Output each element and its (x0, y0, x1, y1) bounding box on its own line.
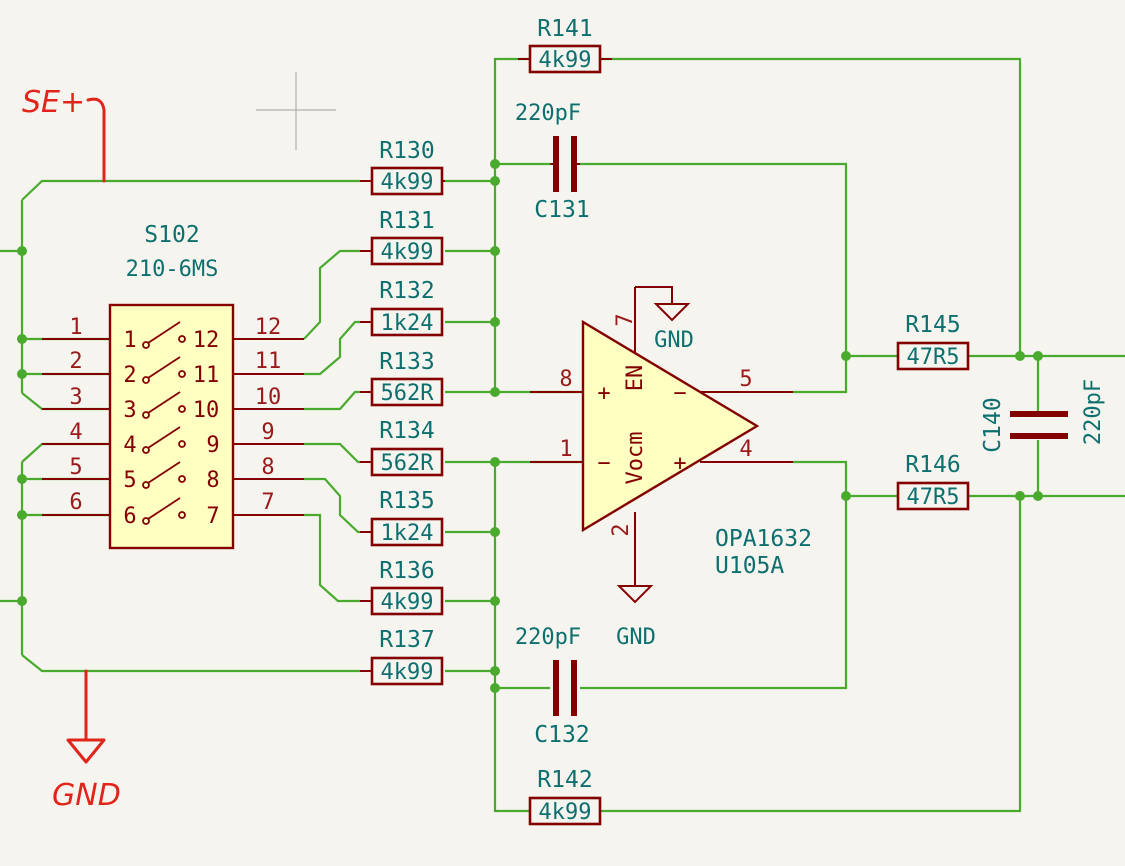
resistor-r146: R146 47R5 (896, 452, 970, 511)
opamp-en-label: EN (623, 365, 648, 392)
gnd-top-symbol: GND (635, 286, 694, 353)
s102-value: 210-6MS (126, 257, 219, 282)
r133-value: 562R (381, 381, 435, 406)
capacitor-c131: 220pF C131 (515, 101, 590, 223)
r132-value: 1k24 (381, 311, 434, 336)
resistor-r136: R136 4k99 (360, 558, 444, 616)
resistor-r142: R142 4k99 (528, 767, 602, 826)
svg-text:3: 3 (69, 385, 82, 410)
svg-text:9: 9 (206, 433, 219, 458)
r145-ref: R145 (905, 312, 960, 338)
svg-text:8: 8 (559, 367, 572, 392)
opamp-ref: U105A (715, 553, 784, 579)
handwritten-se-plus: SE+ (22, 85, 106, 183)
resistor-r131: R131 4k99 (360, 208, 444, 266)
capacitor-c132: 220pF C132 (515, 625, 590, 748)
r130-ref: R130 (379, 138, 434, 164)
r141-ref: R141 (537, 16, 592, 42)
r136-ref: R136 (379, 558, 434, 584)
r141-value: 4k99 (539, 48, 592, 73)
r145-value: 47R5 (907, 345, 960, 370)
handwritten-gnd: GND (52, 669, 121, 813)
gnd-bottom-symbol: GND (616, 585, 656, 650)
opamp-part: OPA1632 (715, 526, 812, 552)
gnd-top-label: GND (654, 328, 694, 353)
opamp-plus-out: + (673, 451, 686, 476)
resistor-r145: R145 47R5 (896, 312, 970, 371)
r131-ref: R131 (379, 208, 434, 234)
r134-ref: R134 (379, 418, 434, 444)
svg-text:3: 3 (123, 398, 136, 423)
resistor-r130: R130 4k99 (360, 138, 445, 196)
opamp-minus-out: − (673, 381, 686, 406)
r133-ref: R133 (379, 349, 434, 375)
svg-text:2: 2 (69, 349, 82, 374)
svg-text:8: 8 (206, 468, 219, 493)
resistor-r133: R133 562R (360, 349, 444, 407)
svg-text:4: 4 (739, 437, 752, 462)
resistor-r135: R135 1k24 (360, 488, 444, 547)
c131-value: 220pF (515, 101, 581, 126)
svg-text:11: 11 (255, 349, 282, 374)
r142-ref: R142 (537, 767, 592, 793)
svg-text:8: 8 (261, 455, 274, 480)
svg-text:4: 4 (123, 433, 136, 458)
c131-ref: C131 (534, 197, 589, 223)
svg-text:1: 1 (123, 328, 136, 353)
gnd-hand-label: GND (52, 778, 121, 813)
resistor-r141: R141 4k99 (518, 16, 612, 74)
r146-ref: R146 (905, 452, 960, 478)
opamp-vocm-label: Vocm (623, 432, 648, 485)
c132-ref: C132 (534, 722, 589, 748)
svg-text:4: 4 (69, 420, 82, 445)
opamp-plus-in: + (597, 381, 610, 406)
svg-text:12: 12 (193, 328, 220, 353)
opamp-minus-in: − (597, 451, 610, 476)
resistor-r134: R134 562R (360, 418, 444, 477)
r137-ref: R137 (379, 627, 434, 653)
r135-ref: R135 (379, 488, 434, 514)
svg-text:11: 11 (193, 363, 220, 388)
r131-value: 4k99 (381, 240, 434, 265)
svg-text:6: 6 (69, 490, 82, 515)
c132-value: 220pF (515, 625, 581, 650)
opamp-u105a: 8 1 5 4 7 2 + − − + EN Vocm OPA1632 U105… (530, 287, 812, 586)
r135-value: 1k24 (381, 521, 434, 546)
r142-value: 4k99 (539, 800, 592, 825)
junctions (17, 159, 1043, 693)
gnd-bottom-label: GND (616, 625, 656, 650)
r136-value: 4k99 (381, 590, 434, 615)
capacitor-c140: C140 220pF (980, 379, 1106, 453)
svg-text:7: 7 (613, 313, 638, 326)
r130-value: 4k99 (381, 170, 434, 195)
r134-value: 562R (381, 451, 435, 476)
c140-value: 220pF (1081, 379, 1106, 445)
svg-text:5: 5 (69, 455, 82, 480)
resistor-r132: R132 1k24 (360, 278, 444, 337)
svg-text:5: 5 (123, 468, 136, 493)
svg-text:10: 10 (193, 398, 220, 423)
svg-text:1: 1 (69, 315, 82, 340)
se-plus-label: SE+ (22, 85, 85, 120)
svg-text:2: 2 (609, 523, 634, 536)
switch-s102: S102 210-6MS 1 2 3 4 5 6 12 11 10 9 8 (42, 222, 304, 550)
svg-text:12: 12 (255, 315, 282, 340)
svg-text:10: 10 (255, 385, 282, 410)
r137-value: 4k99 (381, 660, 434, 685)
svg-text:1: 1 (559, 437, 572, 462)
resistor-r137: R137 4k99 (360, 627, 444, 686)
svg-text:5: 5 (739, 367, 752, 392)
svg-text:2: 2 (123, 363, 136, 388)
svg-text:7: 7 (206, 504, 219, 529)
svg-text:9: 9 (261, 420, 274, 445)
r146-value: 47R5 (907, 485, 960, 510)
svg-text:7: 7 (261, 490, 274, 515)
svg-text:6: 6 (123, 504, 136, 529)
crosshair (256, 72, 336, 150)
c140-ref: C140 (980, 397, 1006, 452)
s102-ref: S102 (144, 222, 199, 248)
r132-ref: R132 (379, 278, 434, 304)
